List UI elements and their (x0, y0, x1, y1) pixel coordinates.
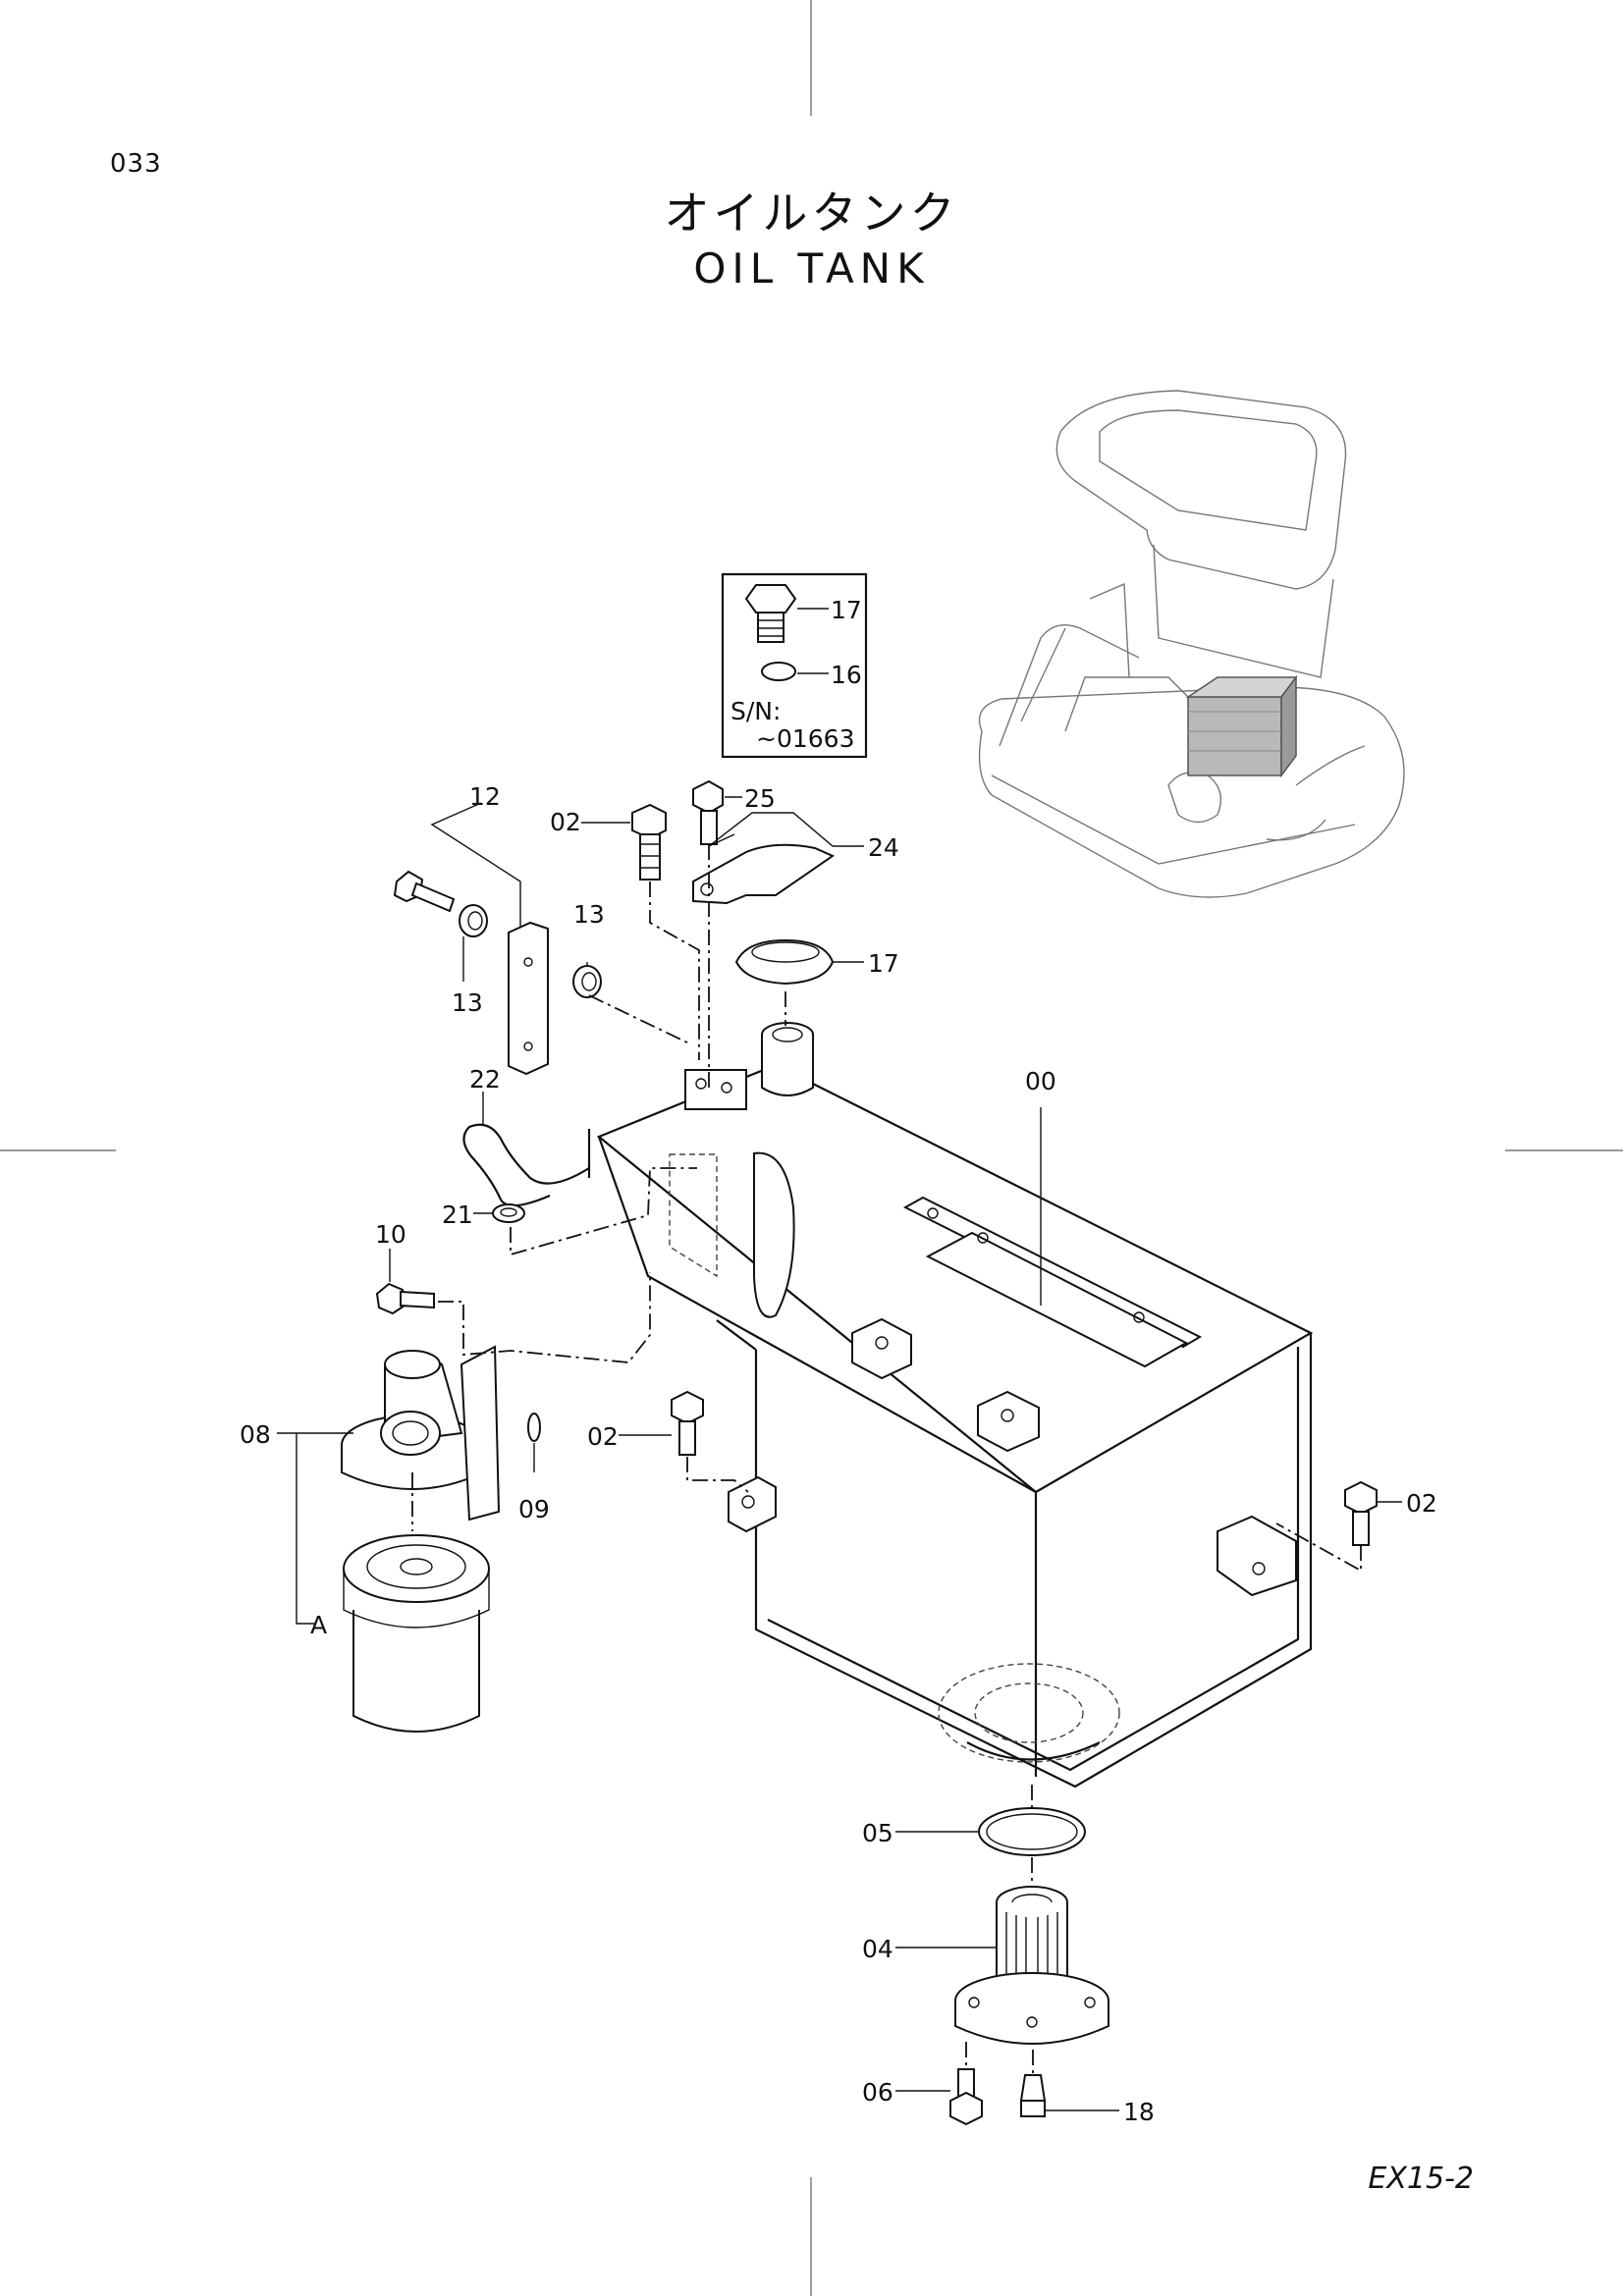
callout-18: 18 (1123, 2098, 1155, 2126)
serial-inset-box: S/N: ~01663 (721, 572, 868, 759)
bolt-02-middle (671, 1390, 704, 1456)
callout-17-cap: 17 (868, 949, 899, 978)
inset-serial-range: ~01663 (756, 724, 854, 753)
bolt-02-top (631, 803, 667, 881)
callout-labels: 17 16 12 02 25 24 13 13 17 00 22 21 10 0… (240, 596, 1437, 2126)
page-number: 033 (110, 149, 162, 179)
inset-serial-label: S/N: (730, 697, 781, 725)
callout-09: 09 (518, 1495, 550, 1523)
callout-12: 12 (469, 782, 501, 811)
callout-16: 16 (831, 661, 862, 689)
assembly-lines (411, 844, 1362, 2075)
strainer-04 (954, 1886, 1109, 2045)
washer-13-right (572, 965, 602, 998)
bolt-06 (949, 2068, 983, 2126)
bolt-10 (375, 1282, 435, 1315)
excavator-overview-illustration (978, 390, 1405, 898)
washer-13-left (459, 904, 488, 937)
callout-04: 04 (862, 1935, 893, 1963)
callout-A: A (310, 1611, 327, 1639)
o-ring-05 (978, 1807, 1086, 1856)
callout-13-right: 13 (573, 900, 605, 929)
callout-24: 24 (868, 833, 899, 862)
callout-05: 05 (862, 1819, 893, 1847)
filter-cartridge-A (343, 1534, 490, 1733)
callout-06: 06 (862, 2078, 893, 2107)
callout-00: 00 (1025, 1067, 1056, 1095)
inset-o-ring (761, 662, 796, 681)
callout-13-left: 13 (452, 988, 483, 1017)
plug-18 (1019, 2074, 1047, 2117)
model-code: EX15-2 (1368, 2162, 1474, 2196)
cap-17 (734, 938, 835, 986)
title-english: OIL TANK (693, 244, 930, 293)
callout-22: 22 (469, 1065, 501, 1094)
title-japanese: オイルタンク (664, 187, 959, 240)
bolt-25 (692, 779, 724, 845)
callout-02-right: 02 (1406, 1489, 1437, 1518)
oil-tank-body (596, 1022, 1314, 1789)
callout-08: 08 (240, 1420, 271, 1449)
filter-head-08 (341, 1345, 501, 1522)
callout-02-middle: 02 (587, 1422, 619, 1451)
leader-lines (277, 796, 1402, 2111)
callout-17-inset: 17 (831, 596, 862, 624)
inset-filler-cap (744, 584, 797, 643)
cover-24 (692, 843, 836, 905)
callout-02-top: 02 (550, 808, 581, 836)
o-ring-09 (527, 1413, 541, 1442)
callout-21: 21 (442, 1201, 473, 1229)
bolt-02-right (1344, 1480, 1378, 1546)
title-block: オイルタンク OIL TANK (0, 185, 1623, 296)
grommet-21 (492, 1203, 525, 1223)
breather-hose-22 (462, 1123, 591, 1207)
plate-12 (508, 921, 549, 1076)
callout-25: 25 (744, 784, 776, 813)
callout-10: 10 (375, 1220, 406, 1249)
bolt-12 (393, 870, 456, 913)
